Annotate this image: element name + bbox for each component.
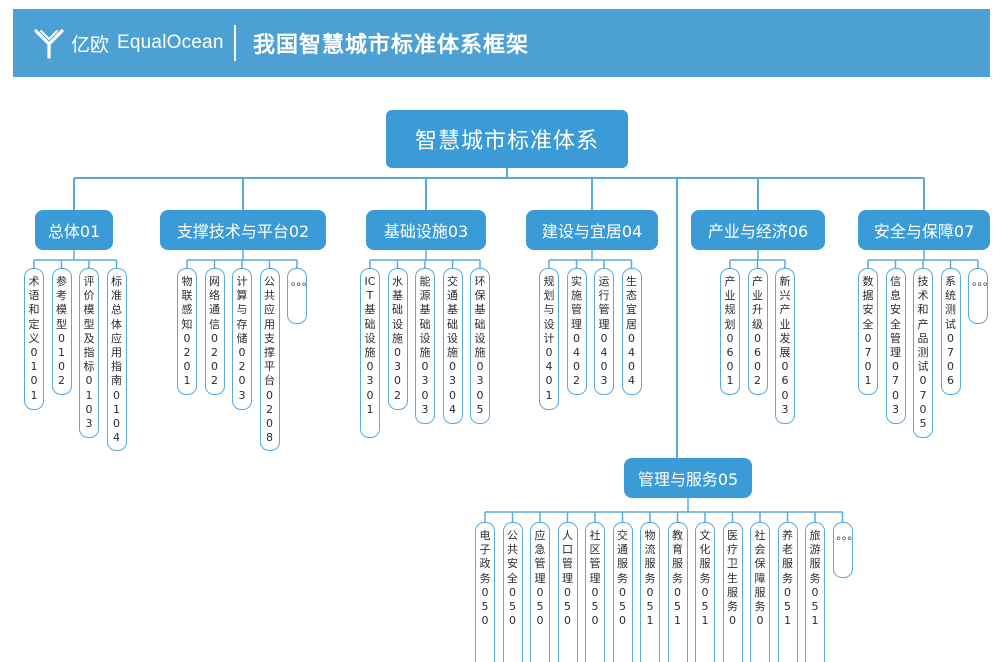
category-node-5: 产业与经济06	[691, 210, 825, 250]
standard-item: 评价模型及指标0103	[79, 268, 99, 438]
standard-item: 计算与存储0203	[232, 268, 252, 410]
standard-item: 人口管理050	[557, 522, 578, 662]
standard-item: 应急管理050	[530, 522, 550, 662]
standard-item: 生态宜居0404	[621, 268, 642, 395]
standard-item: 标准总体应用指南0104	[106, 268, 127, 451]
header-divider	[234, 25, 236, 61]
standard-item: 交通基础设施0304	[442, 268, 463, 424]
standard-item: 产业升级0602	[747, 268, 768, 395]
standard-item: 。。。	[287, 268, 307, 324]
standard-item: 技术和产品测试0705	[913, 268, 933, 438]
page-title: 我国智慧城市标准体系框架	[253, 33, 530, 58]
standard-item: 能源基础设施0303	[415, 268, 435, 424]
y-logo-icon	[34, 29, 64, 59]
root-node: 智慧城市标准体系	[386, 110, 628, 168]
category-node-6: 安全与保障07	[858, 210, 990, 250]
standard-item: 教育服务051	[667, 522, 688, 662]
standard-item: 物流服务051	[640, 522, 660, 662]
category-node-1: 总体01	[35, 210, 113, 250]
standard-item: 规划与设计0401	[539, 268, 559, 410]
category-node-7: 管理与服务05	[624, 458, 752, 498]
standard-item: 。。。	[968, 268, 988, 324]
standard-item: 社区管理050	[585, 522, 605, 662]
logo-cn-text: 亿欧	[71, 33, 110, 56]
standard-item: 系统测试0706	[940, 268, 961, 395]
standard-item: 。。。	[832, 522, 853, 578]
standard-item: 公共安全050	[502, 522, 523, 662]
standard-item: 水基础设施0302	[387, 268, 408, 410]
standard-item: 产业规划0601	[720, 268, 740, 395]
standard-item: 物联感知0201	[177, 268, 197, 395]
standard-item: 公共应用支撑平台0208	[259, 268, 280, 451]
standard-item: 电子政务050	[475, 522, 495, 662]
connector-lines	[33, 168, 979, 522]
header-banner: 亿欧 EqualOcean 我国智慧城市标准体系框架	[13, 9, 990, 77]
standard-item: 网络通信0202	[204, 268, 225, 395]
standard-item: 社会保障服务0	[750, 522, 770, 662]
standard-item: 实施管理0402	[566, 268, 587, 395]
logo: 亿欧 EqualOcean	[33, 24, 224, 62]
standard-item: 文化服务051	[695, 522, 715, 662]
standard-item: 医疗卫生服务0	[722, 522, 743, 662]
standard-item: 术语和定义0101	[24, 268, 44, 410]
standard-item: 信息安全管理0703	[885, 268, 906, 424]
logo-en-text: EqualOcean	[117, 32, 224, 53]
category-node-3: 基础设施03	[366, 210, 486, 250]
standard-item: ICT基础设施0301	[360, 268, 380, 438]
standard-item: 数据安全0701	[858, 268, 878, 395]
standard-item: 环保基础设施0305	[470, 268, 490, 424]
category-node-4: 建设与宜居04	[526, 210, 658, 250]
standard-item: 交通服务050	[612, 522, 633, 662]
standard-item: 养老服务051	[777, 522, 798, 662]
standard-item: 运行管理0403	[594, 268, 614, 395]
standard-item: 旅游服务051	[805, 522, 825, 662]
standard-item: 参考模型0102	[51, 268, 72, 395]
category-node-2: 支撑技术与平台02	[160, 210, 326, 250]
standard-item: 新兴产业发展0603	[775, 268, 795, 424]
